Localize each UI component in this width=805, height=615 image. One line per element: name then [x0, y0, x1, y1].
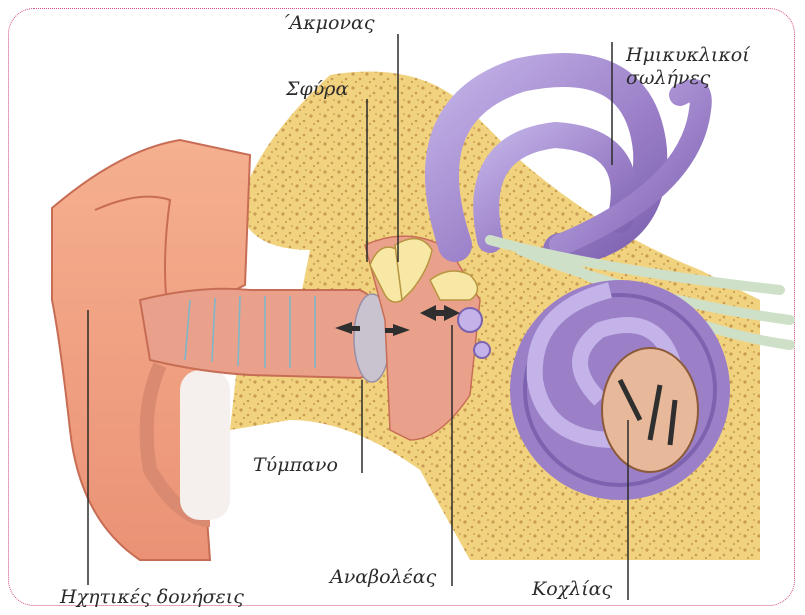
- oval-window: [458, 308, 482, 332]
- label-eardrum: Τύμπανο: [253, 454, 338, 477]
- cochlea-shape: [510, 280, 730, 500]
- label-incus: ΄Ακμονας: [280, 12, 375, 35]
- round-window: [474, 342, 490, 358]
- label-malleus: Σφύρα: [286, 78, 348, 101]
- label-stapes: Αναβολέας: [330, 566, 436, 589]
- label-semicircular-line2: σωλήνες: [626, 67, 750, 90]
- ear-canal: [140, 289, 385, 378]
- label-semicircular-canals: Ημικυκλικοί σωλήνες: [626, 44, 750, 90]
- label-cochlea: Κοχλίας: [532, 578, 612, 601]
- label-semicircular-line1: Ημικυκλικοί: [626, 44, 750, 67]
- lobe-highlight: [180, 370, 230, 520]
- label-sound-vibrations: Ηχητικές δονήσεις: [60, 586, 244, 609]
